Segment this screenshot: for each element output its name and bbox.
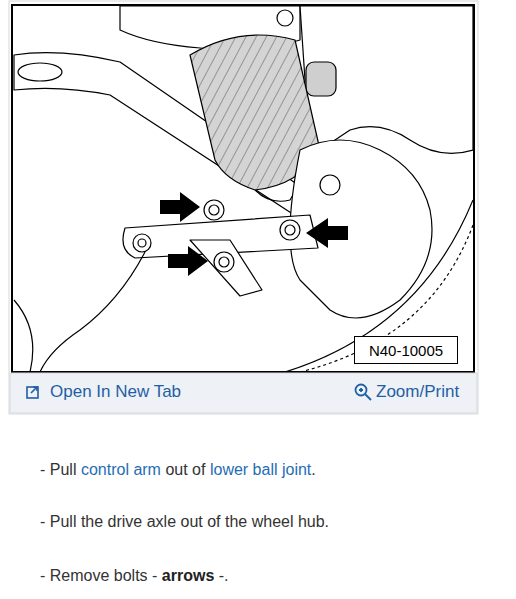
bushing [306, 62, 336, 96]
link-button: Zoom/Print [376, 382, 459, 402]
instruction-text: -. [219, 567, 229, 584]
lower-edge [14, 300, 33, 371]
toolbar [10, 373, 477, 413]
instruction-text: out of [165, 461, 205, 478]
arrows [160, 192, 348, 276]
link-text: control arm [81, 461, 161, 478]
instruction-text: - Pull [40, 461, 76, 478]
instruction-line: - Pull the drive axle out of the wheel h… [40, 513, 500, 531]
panel [9, 1, 478, 414]
figure-frame [12, 5, 474, 372]
ball-joint-plate [190, 240, 262, 296]
brake-disc [285, 200, 473, 371]
instruction-text: - Pull the drive axle out of the wheel h… [40, 513, 329, 530]
punctuation: . [311, 461, 315, 478]
bolts [133, 200, 300, 272]
arm-slot [18, 63, 62, 81]
figure-number-box: N40-10005 [354, 336, 458, 364]
hub-nut [320, 175, 340, 195]
brake-disc-edge [300, 225, 473, 371]
knuckle-upper [300, 6, 473, 153]
instruction-line: - Pull control armout of lower ball joint. [40, 461, 500, 479]
nut [277, 10, 293, 26]
emphasis-text: arrows [162, 567, 214, 584]
link-text: lower ball joint [210, 461, 311, 478]
instruction-text: - Remove bolts - [40, 567, 157, 584]
link-button: Open In New Tab [50, 382, 181, 402]
figure-number: N40-10005 [369, 342, 443, 359]
open-tab-icon [27, 387, 38, 398]
sensor-wire [40, 252, 145, 371]
instruction-line: - Remove bolts - arrows -. [40, 567, 500, 585]
suspension-drawing [14, 6, 473, 371]
zoom-icon [356, 385, 372, 401]
